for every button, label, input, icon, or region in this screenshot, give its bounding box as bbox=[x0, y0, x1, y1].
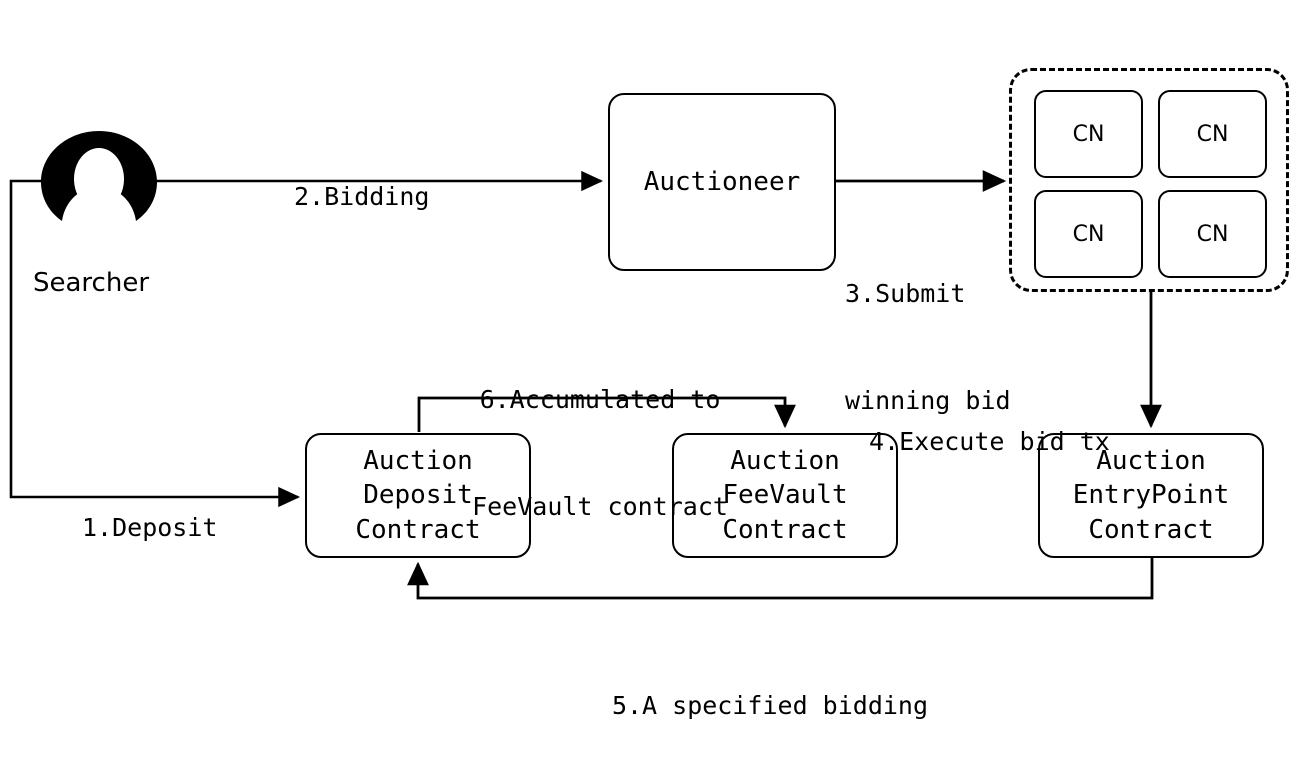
edge-label-step-1-deposit: 1.Deposit bbox=[82, 439, 302, 617]
edge-label-step-5-bidding-amount-paid: 5.A specified bidding amount is paid fro… bbox=[520, 617, 1020, 762]
edge-label-step-6-accumulated-to-feevault: 6.Accumulated to FeeVault contract bbox=[440, 311, 760, 595]
node-auction-entrypoint-contract-line-2: EntryPoint bbox=[1072, 480, 1230, 511]
node-auctioneer-line-1: Auctioneer bbox=[643, 166, 801, 197]
node-auction-entrypoint-contract[interactable]: Auction EntryPoint Contract bbox=[1038, 433, 1264, 558]
cn-box-2-label: CN bbox=[1196, 121, 1229, 147]
node-auction-deposit-contract-line-1: Auction bbox=[363, 445, 473, 476]
edge-label-step-6-line-1: 6.Accumulated to bbox=[479, 385, 721, 414]
cn-box-1[interactable]: CN bbox=[1034, 90, 1143, 178]
edge-label-step-2-line-1: 2.Bidding bbox=[294, 182, 430, 211]
node-auctioneer[interactable]: Auctioneer bbox=[608, 93, 836, 271]
node-auction-feevault-contract-line-3: Contract bbox=[722, 514, 848, 545]
cn-box-4[interactable]: CN bbox=[1158, 190, 1267, 278]
cn-box-4-label: CN bbox=[1196, 221, 1229, 247]
consensus-node-group bbox=[1009, 68, 1289, 292]
edge-label-step-4-line-1: 4.Execute bid tx bbox=[869, 427, 1110, 456]
node-auction-entrypoint-contract-line-1: Auction bbox=[1096, 445, 1206, 476]
searcher-label: Searcher bbox=[33, 268, 150, 298]
edge-step-5-bidding-amount-paid bbox=[407, 558, 1154, 600]
edge-label-step-4-execute-bid-tx: 4.Execute bid tx bbox=[869, 353, 1159, 531]
edge-step-6-accumulated-to-feevault bbox=[417, 396, 796, 432]
node-auction-deposit-contract[interactable]: Auction Deposit Contract bbox=[305, 433, 531, 558]
node-auction-feevault-contract-line-1: Auction bbox=[730, 445, 840, 476]
node-auction-entrypoint-contract-line-3: Contract bbox=[1088, 514, 1214, 545]
edge-label-step-3-line-1: 3.Submit bbox=[845, 279, 966, 308]
node-auction-feevault-contract-line-2: FeeVault bbox=[722, 480, 848, 511]
edge-label-step-2-bidding: 2.Bidding bbox=[294, 108, 554, 286]
cn-box-3[interactable]: CN bbox=[1034, 190, 1143, 278]
cn-box-1-label: CN bbox=[1072, 121, 1105, 147]
node-auction-deposit-contract-line-3: Contract bbox=[355, 514, 481, 545]
cn-box-2[interactable]: CN bbox=[1158, 90, 1267, 178]
person-silhouette-icon bbox=[41, 131, 157, 221]
node-auction-deposit-contract-line-2: Deposit bbox=[363, 480, 473, 511]
edge-label-step-5-line-1: 5.A specified bidding bbox=[611, 691, 929, 720]
node-auction-feevault-contract[interactable]: Auction FeeVault Contract bbox=[672, 433, 898, 558]
edge-label-step-3-submit-winning-bid: 3.Submit winning bid bbox=[845, 205, 1085, 489]
edge-label-step-3-line-2: winning bid bbox=[845, 385, 1011, 415]
cn-box-3-label: CN bbox=[1072, 221, 1105, 247]
edge-label-step-1-line-1: 1.Deposit bbox=[82, 513, 218, 542]
edge-label-step-6-line-2: FeeVault contract bbox=[472, 491, 728, 521]
